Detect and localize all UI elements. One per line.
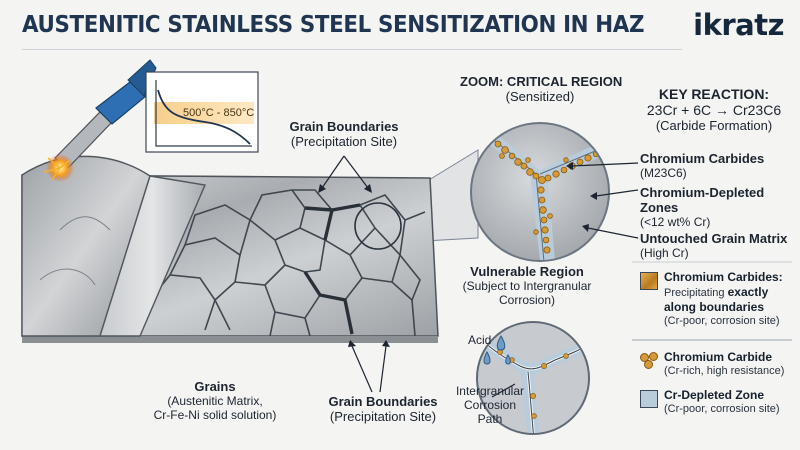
legend-item-carbides-boundary: Chromium Carbides: Precipitating exactly… (640, 270, 783, 328)
legend-2-line1: (Cr-poor, corrosion site) (664, 402, 780, 415)
legend-1-title: Chromium Carbide (664, 350, 773, 364)
grain-matrix-sub: (High Cr) (640, 245, 689, 260)
vulnerable-region-sub-2: Corrosion) (498, 292, 555, 307)
legend-1-line1: (Cr-rich, high resistance) (664, 364, 785, 377)
acid-label: Acid (468, 333, 492, 347)
vulnerable-region-label: Vulnerable Region (Subject to Intergranu… (452, 264, 602, 308)
grain-boundaries-top-title: Grain Boundaries (289, 119, 399, 134)
vulnerable-region-sub-1: (Subject to Intergranular (462, 278, 592, 293)
chromium-depleted-callout: Chromium-Depleted Zones (<12 wt% Cr) (640, 185, 765, 230)
critical-region-marker (354, 202, 402, 250)
weld-bead (21, 155, 206, 337)
legend-0-bold2: along boundaries (664, 299, 765, 314)
chromium-depleted-title-2: Zones (640, 199, 679, 215)
zoom-label: ZOOM: CRITICAL REGION (Sensitized) (460, 74, 623, 105)
title-divider (22, 49, 682, 50)
legend-2-title: Cr-Depleted Zone (664, 388, 765, 402)
legend-item-carbide: Chromium Carbide (Cr-rich, high resistan… (640, 350, 784, 378)
key-reaction-title: KEY REACTION: (658, 86, 770, 102)
grain-boundaries-bottom-title: Grain Boundaries (328, 394, 438, 409)
vulnerable-region-title: Vulnerable Region (470, 264, 584, 279)
grain-matrix-title: Untouched Grain Matrix (640, 231, 788, 246)
chromium-depleted-sub: (<12 wt% Cr) (640, 214, 711, 229)
grain-matrix-callout: Untouched Grain Matrix (High Cr) (640, 231, 788, 261)
legend-0-line3: (Cr-poor, corrosion site) (664, 314, 780, 327)
grains-title: Grains (194, 379, 236, 394)
igc-line-1: Intergranular (455, 384, 525, 398)
grain-boundaries-bottom-sub: (Precipitation Site) (329, 408, 437, 424)
brand-logo: ikratz (693, 8, 784, 42)
inset-temperature-label: 500°C - 850°C (183, 107, 255, 119)
legend-0-line1: Precipitating (664, 286, 728, 299)
thermal-cycle-inset (145, 71, 259, 153)
acid-droplets (483, 335, 511, 365)
vulnerable-circle (476, 321, 590, 435)
zoom-title: ZOOM: CRITICAL REGION (460, 74, 623, 89)
page-title: AUSTENITIC STAINLESS STEEL SENSITIZATION… (22, 12, 645, 38)
carbide-swatch (640, 272, 658, 290)
chromium-carbides-sub: (M23C6) (640, 165, 687, 180)
grains-sub-2: Cr-Fe-Ni solid solution) (153, 407, 277, 422)
grain-boundaries-top-label: Grain Boundaries (Precipitation Site) (282, 119, 406, 150)
leader-lines (321, 155, 639, 398)
key-reaction: KEY REACTION: 23Cr + 6C → Cr23C6 (Carbid… (636, 86, 792, 134)
welding-torch (43, 59, 157, 182)
igc-line-3: Path (477, 411, 503, 426)
depleted-zone-swatch (640, 390, 658, 408)
grain-boundaries-bottom-label: Grain Boundaries (Precipitation Site) (316, 394, 450, 425)
zoom-carbide-particles (486, 134, 600, 254)
grains-sub-1: (Austenitic Matrix, (167, 393, 263, 408)
key-reaction-equation: 23Cr + 6C → Cr23C6 (646, 102, 782, 119)
chromium-carbides-title: Chromium Carbides (640, 151, 765, 166)
carbide-dots-swatch (640, 352, 658, 369)
grain-boundary-highlight (303, 203, 361, 335)
zoom-circle (470, 122, 610, 262)
chromium-depleted-title: Chromium-Depleted (640, 185, 765, 200)
arrowheads (318, 162, 597, 347)
igc-path-label: Intergranular Corrosion Path (450, 384, 530, 426)
chromium-carbides-callout: Chromium Carbides (M23C6) (640, 151, 765, 181)
legend-0-title: Chromium Carbides: (664, 270, 783, 284)
key-reaction-sub: (Carbide Formation) (655, 118, 773, 134)
legend-item-depleted-zone: Cr-Depleted Zone (Cr-poor, corrosion sit… (640, 388, 780, 416)
zoom-sub: (Sensitized) (505, 88, 575, 104)
grain-boundaries-top-sub: (Precipitation Site) (290, 133, 398, 149)
igc-line-2: Corrosion (463, 397, 517, 412)
legend-0-bold1: exactly (727, 284, 769, 299)
grains-label: Grains (Austenitic Matrix, Cr-Fe-Ni soli… (130, 379, 300, 423)
